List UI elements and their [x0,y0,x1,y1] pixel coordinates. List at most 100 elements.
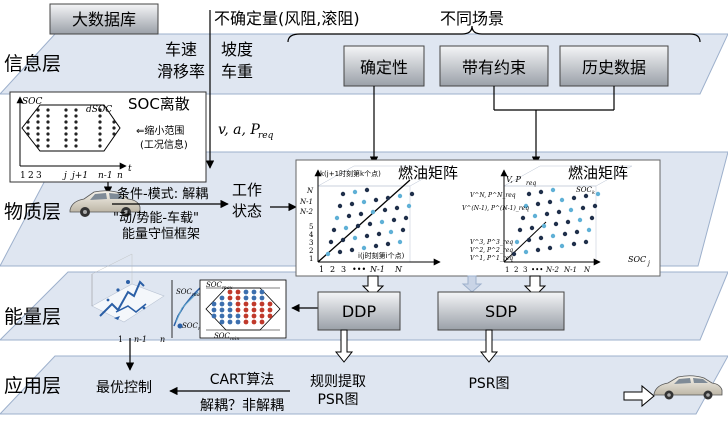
left-matrix-dot [325,251,331,257]
soc-x-tick-4: j+1 [70,171,88,181]
right-matrix-dot [559,197,565,203]
soc-grid-dot [26,126,30,130]
right-matrix-dot [535,201,541,207]
soc-panel-note-2: (工况信息) [140,138,188,151]
soc-grid-dot [98,108,102,112]
soc-panel [9,91,207,183]
right-matrix-dot [592,203,598,209]
right-y-tick-4: V^1, P^1_req [470,255,513,262]
lattice-soc-min-label: SOC [214,332,231,340]
right-matrix-dot [586,227,592,233]
right-matrix-dot [553,221,559,227]
soc-grid-dot [112,126,116,130]
left-matrix-dot [349,201,355,207]
soc-panel-y-label: SOC [22,97,43,107]
lattice-dot [235,313,241,319]
right-matrix-dot [565,219,571,225]
lattice-dot [259,289,265,295]
arrow-matrix-to-sdp [523,275,547,297]
right-matrix-dot [568,207,574,213]
right-matrix-dot [526,237,532,243]
right-matrix-dot [544,211,550,217]
soc-grid-dot [26,120,30,124]
left-matrix-dot [337,203,343,209]
lattice-dot [235,289,241,295]
soc-grid-dot [46,120,50,124]
left-matrix-dot [388,229,394,235]
left-x-tick-4: N-1 [369,265,385,274]
right-matrix-dot [571,241,577,247]
right-matrix-dot [547,199,553,205]
soc-x-tick-6: n [117,171,123,181]
soc-grid-dot [64,144,68,148]
soc-grid-dot [112,132,116,136]
left-y-axis-label: k(j+1时刻第k个点) [320,169,381,178]
right-matrix-dot [535,247,541,253]
soc-grid-dot [98,144,102,148]
scenario-box-2 [559,45,669,87]
lattice-dot [227,313,233,319]
left-matrix-dot [400,227,406,233]
left-matrix-dot [337,249,343,255]
energy-layer-label: 能量层 [4,306,61,328]
left-x-tick-0: 1 [319,265,324,274]
lattice-dot [259,307,265,313]
lattice-dot [219,307,225,313]
right-x-axis-label-sub: j [646,260,650,267]
left-matrix-dot [376,231,382,237]
right-matrix-dot [577,217,583,223]
right-matrix-dot [511,251,517,257]
scenario-box-0 [343,45,425,87]
left-matrix-dot [397,193,403,199]
scenario-label-2: 历史数据 [582,58,646,77]
soc-grid-dot [36,132,40,136]
soc-x-axis-label: t [128,164,132,174]
scenarios-title: 不同场景 [440,9,504,28]
soc-x-tick-0: 1 [20,171,26,181]
soc-grid-dot [64,114,68,118]
energy-soc-max-label: SOC [176,288,193,296]
left-matrix-dot [328,239,334,245]
lattice-dot [267,307,273,313]
application-layer-label: 应用层 [4,375,61,397]
left-matrix-dot [334,215,340,221]
lattice-dot [259,319,265,325]
uncertainty-label: 不确定量(风阻,滚阻) [214,9,360,28]
work-state-line-2: 状态 [232,202,262,220]
right-matrix-dot [517,227,523,233]
soc-grid-dot [74,120,78,124]
soc-feasible-region [21,104,121,152]
energy-soc-min-label: SOC [182,322,199,330]
database-box [49,3,159,35]
database-label: 大数据库 [72,10,136,29]
left-matrix-dot [358,211,364,217]
soc-grid-dot [46,126,50,130]
arrow-ddp-to-rules [334,329,354,363]
right-soc-k-sub: k [592,190,595,196]
right-matrix-dot [589,215,595,221]
left-y-tick-6: 2 [309,247,313,255]
arrow-matrix-to-sdp-shadow [461,275,483,293]
left-matrix-dot [346,213,352,219]
lattice-dot [259,295,265,301]
soc-grid-dot [74,126,78,130]
energy-3d-plot [91,253,165,323]
left-x-axis-label: i(j时刻第i个点) [358,251,405,260]
soc-grid-dot [46,114,50,118]
lattice-soc-min-sub: min [230,336,240,342]
left-matrix-dot [340,237,346,243]
right-matrix-dot [583,239,589,245]
right-x-axis-label: SOC [628,255,646,264]
rule-line-2: PSR图 [317,392,358,408]
left-matrix-dot [382,207,388,213]
lattice-dot [211,301,217,307]
soc-grid-dot [36,126,40,130]
soc-panel-title: SOC离散 [128,95,190,113]
soc-grid-dot [46,132,50,136]
right-matrix-dot [547,245,553,251]
arrow-sdp-to-psr [479,329,499,363]
fuel-matrix-left-title: 燃油矩阵 [398,164,458,182]
soc-grid-dot [64,120,68,124]
soc-x-tick-5: n-1 [98,171,113,181]
